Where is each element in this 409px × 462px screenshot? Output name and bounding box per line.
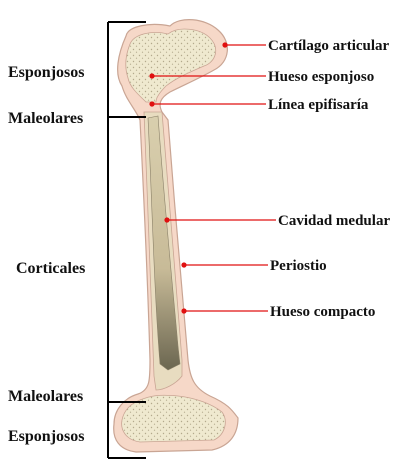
label-esponjosos-top: Esponjosos xyxy=(8,64,84,81)
label-linea-epifisaria: Línea epifisaría xyxy=(268,97,369,113)
label-corticales: Corticales xyxy=(16,260,85,277)
pointer-cartilago xyxy=(222,42,266,47)
label-cavidad-medular: Cavidad medular xyxy=(278,213,390,229)
pointer-hueso-compacto xyxy=(181,308,268,313)
label-maleolares-bottom: Maleolares xyxy=(8,388,83,405)
label-maleolares-top: Maleolares xyxy=(8,110,83,127)
pointer-cavidad-medular xyxy=(164,217,276,222)
label-periostio: Periostio xyxy=(270,258,327,274)
label-hueso-compacto: Hueso compacto xyxy=(270,304,375,320)
pointer-linea-epifisaria xyxy=(149,101,266,106)
pointer-periostio xyxy=(181,262,268,267)
label-hueso-esponjoso: Hueso esponjoso xyxy=(268,69,374,85)
label-esponjosos-bottom: Esponjosos xyxy=(8,428,84,445)
label-cartilago-articular: Cartílago articular xyxy=(268,38,390,54)
